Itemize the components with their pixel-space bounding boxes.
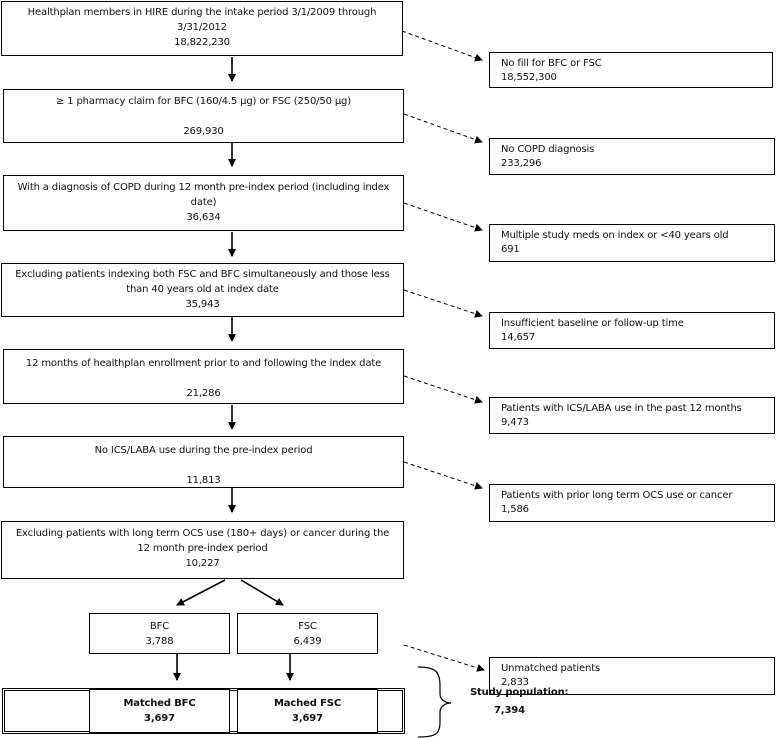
step-text-line-1: 12 months of healthplan enrollment prior… bbox=[25, 358, 382, 369]
step-text-line-2 bbox=[4, 371, 403, 386]
exclusion-label: Insufficient baseline or follow-up time bbox=[501, 318, 684, 329]
step-count: 11,813 bbox=[186, 475, 221, 486]
matched-box-bfc: Matched BFC 3,697 bbox=[89, 689, 230, 733]
step-text-line-2: date) bbox=[190, 197, 217, 208]
exclusion-count: 1,586 bbox=[501, 504, 529, 515]
group-box-fsc: FSC 6,439 bbox=[237, 613, 378, 654]
matched-count: 3,697 bbox=[292, 713, 323, 724]
step-text-line-1: ≥ 1 pharmacy claim for BFC (160/4.5 µg) … bbox=[55, 96, 351, 107]
group-label: BFC bbox=[149, 621, 170, 632]
step-count: 21,286 bbox=[186, 388, 221, 399]
step-box-copd-diagnosis: With a diagnosis of COPD during 12 month… bbox=[3, 175, 404, 231]
matched-label: Mached FSC bbox=[273, 698, 342, 709]
step-count: 10,227 bbox=[185, 558, 220, 569]
step-count: 35,943 bbox=[185, 299, 220, 310]
group-box-bfc: BFC 3,788 bbox=[89, 613, 230, 654]
group-count: 3,788 bbox=[145, 636, 174, 647]
step-text-line-2 bbox=[4, 458, 403, 473]
step-box-exclude-simultaneous: Excluding patients indexing both FSC and… bbox=[1, 263, 404, 317]
matched-count: 3,697 bbox=[144, 713, 175, 724]
step-text-line-2: than 40 years old at index date bbox=[126, 284, 279, 295]
exclusion-label: No fill for BFC or FSC bbox=[501, 58, 602, 69]
step-text-line-2: 12 month pre-index period bbox=[137, 543, 268, 554]
step-box-no-ics-laba: No ICS/LABA use during the pre-index per… bbox=[3, 436, 404, 488]
exclusion-arrows bbox=[401, 30, 485, 672]
exclusion-count: 18,552,300 bbox=[501, 72, 557, 83]
main-flow-arrows bbox=[173, 57, 294, 681]
exclusion-label: Multiple study meds on index or <40 year… bbox=[501, 230, 729, 241]
exclusion-count: 14,657 bbox=[501, 332, 536, 343]
exclusion-box-insufficient-time: Insufficient baseline or follow-up time … bbox=[489, 312, 775, 349]
study-population-brace bbox=[417, 666, 452, 738]
exclusion-count: 9,473 bbox=[501, 417, 529, 428]
exclusion-box-unmatched: Unmatched patients 2,833 bbox=[489, 657, 775, 695]
exclusion-label: Unmatched patients bbox=[501, 663, 601, 674]
exclusion-label: Patients with ICS/LABA use in the past 1… bbox=[501, 403, 742, 414]
step-text-line-1: Excluding patients indexing both FSC and… bbox=[15, 269, 390, 280]
exclusion-label: Patients with prior long term OCS use or… bbox=[501, 490, 733, 501]
step-count: 36,634 bbox=[186, 212, 221, 223]
matched-box-fsc: Mached FSC 3,697 bbox=[237, 689, 378, 733]
exclusion-count: 233,296 bbox=[501, 158, 542, 169]
matched-label: Matched BFC bbox=[123, 698, 196, 709]
exclusion-box-ocs-cancer: Patients with prior long term OCS use or… bbox=[489, 484, 775, 522]
group-count: 6,439 bbox=[293, 636, 322, 647]
exclusion-label: No COPD diagnosis bbox=[501, 144, 595, 155]
group-label: FSC bbox=[298, 621, 317, 632]
step-text-line-1: With a diagnosis of COPD during 12 month… bbox=[17, 182, 390, 193]
exclusion-box-ics-laba: Patients with ICS/LABA use in the past 1… bbox=[489, 397, 775, 434]
step-box-pharmacy-claim: ≥ 1 pharmacy claim for BFC (160/4.5 µg) … bbox=[3, 89, 404, 143]
step-box-healthplan-members: Healthplan members in HIRE during the in… bbox=[1, 1, 403, 56]
step-text-line-2: 3/31/2012 bbox=[177, 22, 227, 33]
study-population-label: Study population: bbox=[470, 687, 569, 698]
step-text-line-1: Excluding patients with long term OCS us… bbox=[15, 528, 390, 539]
step-text-line-1: No ICS/LABA use during the pre-index per… bbox=[94, 445, 313, 456]
exclusion-count: 691 bbox=[501, 244, 520, 255]
exclusion-box-no-fill: No fill for BFC or FSC 18,552,300 bbox=[489, 52, 773, 88]
step-box-enrollment: 12 months of healthplan enrollment prior… bbox=[3, 349, 404, 404]
study-population: Study population: 7,394 bbox=[470, 684, 590, 720]
exclusion-count: 2,833 bbox=[501, 677, 529, 688]
step-text-line-2 bbox=[4, 109, 403, 124]
step-count: 269,930 bbox=[183, 126, 224, 137]
study-population-count: 7,394 bbox=[494, 705, 525, 716]
exclusion-box-multiple-meds: Multiple study meds on index or <40 year… bbox=[489, 224, 775, 262]
step-count: 18,822,230 bbox=[174, 37, 230, 48]
step-text-line-1: Healthplan members in HIRE during the in… bbox=[27, 7, 377, 18]
step-box-exclude-ocs-cancer: Excluding patients with long term OCS us… bbox=[1, 521, 404, 579]
exclusion-box-no-copd: No COPD diagnosis 233,296 bbox=[489, 138, 775, 175]
